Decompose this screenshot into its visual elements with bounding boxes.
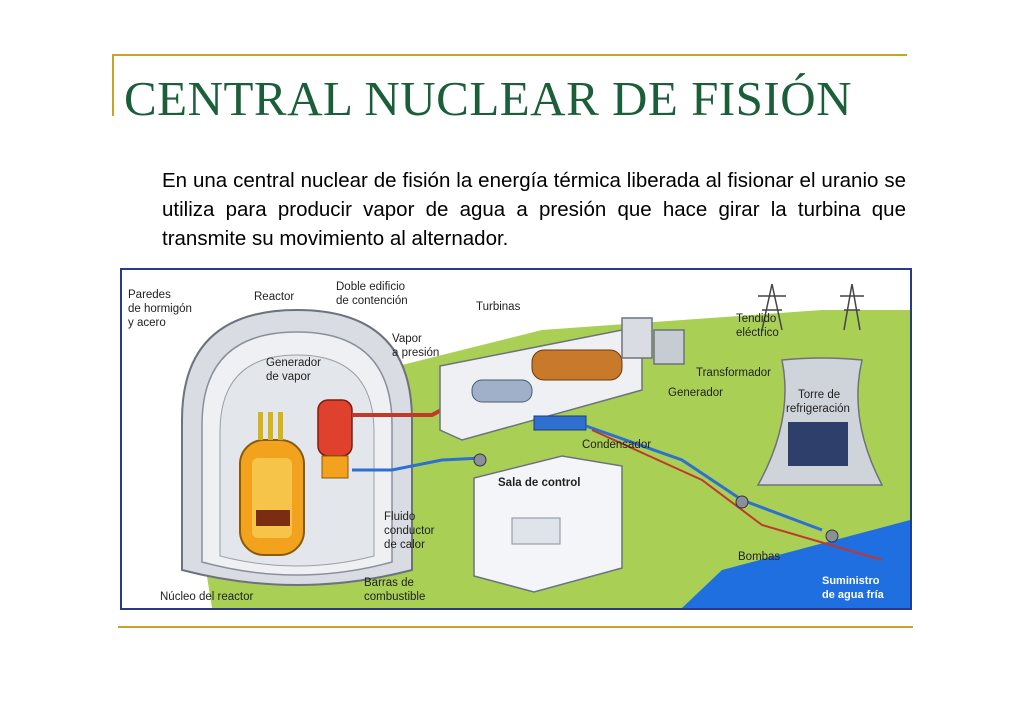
label-reactor: Reactor [254, 291, 294, 303]
label-torre: Torre de [798, 389, 840, 401]
label-barras: Barras de [364, 577, 414, 589]
cooling-tower [756, 357, 884, 486]
label-condensador: Condensador [582, 439, 651, 451]
water-pipe-primary [352, 456, 483, 472]
label-bombas: Bombas [738, 551, 780, 563]
label-suministro: de agua fría [822, 589, 885, 601]
turbine-hall [439, 329, 643, 441]
slide-body-text: En una central nuclear de fisión la ener… [162, 169, 906, 250]
label-fluido: Fluido [384, 511, 415, 523]
diagram-illustration: Paredes de hormigón y acero Reactor Dobl… [122, 270, 910, 608]
label-tendido: eléctrico [736, 327, 779, 339]
label-generador-vapor: de vapor [266, 371, 311, 383]
condenser-unit [533, 415, 587, 431]
label-doble-edificio: Doble edificio [336, 281, 405, 293]
reactor-core [239, 412, 305, 556]
label-paredes: de hormigón [128, 303, 192, 315]
label-nucleo: Núcleo del reactor [160, 591, 253, 603]
pump-icon [825, 529, 839, 543]
label-barras: combustible [364, 591, 425, 603]
label-vapor: Vapor [392, 333, 422, 345]
pump-icon [473, 453, 487, 467]
slide-title: CENTRAL NUCLEAR DE FISIÓN [124, 71, 852, 126]
label-turbinas: Turbinas [476, 301, 521, 313]
pump-icon [735, 495, 749, 509]
label-doble-edificio: de contención [336, 295, 408, 307]
water-pipe-cooling [585, 424, 823, 532]
label-vapor: a presión [392, 347, 439, 359]
label-paredes: y acero [128, 317, 166, 329]
label-paredes: Paredes [128, 289, 171, 301]
label-generador-vapor: Generador [266, 357, 321, 369]
return-pipe [591, 429, 883, 561]
steam-generator [317, 399, 353, 479]
label-suministro: Suministro [822, 575, 880, 587]
label-generador: Generador [668, 387, 723, 399]
left-gold-rule [112, 54, 114, 116]
label-sala-control: Sala de control [498, 477, 580, 489]
transformer [621, 317, 685, 365]
label-tendido: Tendido [736, 313, 776, 325]
bottom-gold-rule [118, 626, 913, 628]
control-room-building [473, 455, 623, 593]
nuclear-plant-diagram: Paredes de hormigón y acero Reactor Dobl… [120, 268, 912, 610]
power-towers [758, 283, 864, 331]
label-torre: refrigeración [786, 403, 850, 415]
label-fluido: conductor [384, 525, 435, 537]
top-gold-rule [112, 54, 907, 56]
label-transformador: Transformador [696, 367, 771, 379]
water-supply-area [682, 520, 910, 608]
label-fluido: de calor [384, 539, 425, 551]
